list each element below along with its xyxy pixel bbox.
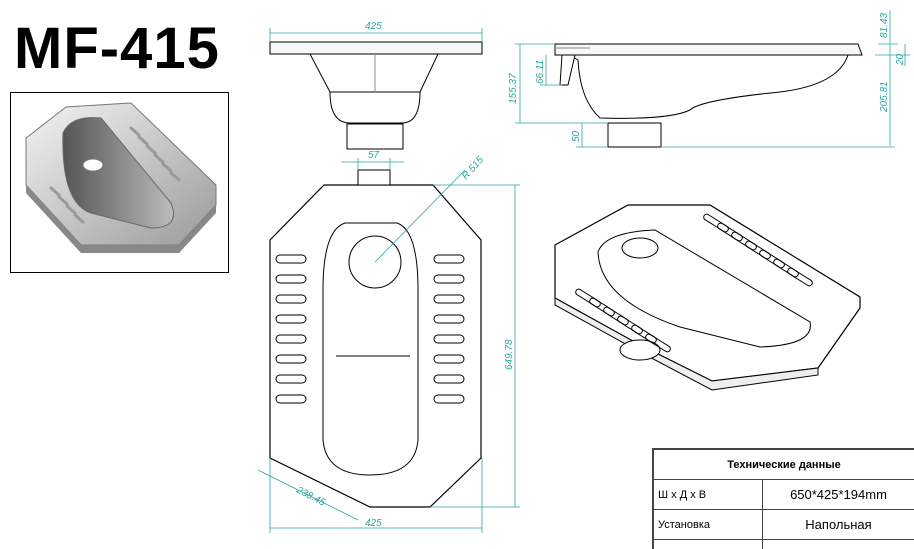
spec-header-row: Технические данные <box>653 449 914 480</box>
dim-radius: R 515 <box>460 154 486 182</box>
product-render-image <box>25 102 217 253</box>
plan-right-slots <box>433 254 465 404</box>
spec-row: Ш х Д х В 650*425*194mm <box>653 479 914 510</box>
dim-bevel: 238.45 <box>294 484 328 508</box>
dim-outlet-width: 57 <box>368 150 380 161</box>
spec-row: Т 1.0.0 <box>653 539 914 549</box>
dim-side-body: 205.81 <box>879 81 890 113</box>
spec-label: Ш х Д х В <box>653 479 763 510</box>
dim-outlet-height: 50 <box>571 130 582 142</box>
dim-length: 649.78 <box>504 339 515 370</box>
product-photo <box>10 92 229 273</box>
dim-top-width: 425 <box>365 21 382 32</box>
dim-side-depth: 155.37 <box>508 73 519 104</box>
spec-value: Напольная <box>762 509 914 540</box>
side-view-drawing <box>554 43 863 148</box>
dim-side-height-total: 81.43 <box>879 13 890 38</box>
isometric-view-drawing <box>554 204 861 391</box>
dim-side-rim: 20 <box>895 53 906 66</box>
dim-side-inner: 66.11 <box>535 60 546 84</box>
spec-row: Установка Напольная <box>653 509 914 540</box>
spec-header: Технические данные <box>653 449 914 480</box>
plan-left-slots <box>275 254 307 404</box>
product-title: MF-415 <box>14 16 220 81</box>
spec-label: Т <box>653 539 763 549</box>
spec-value: 650*425*194mm <box>762 479 914 510</box>
plan-view-drawing <box>269 169 482 508</box>
spec-table: Технические данные Ш х Д х В 650*425*194… <box>652 448 914 549</box>
front-view-drawing <box>269 41 483 150</box>
dim-bottom-width: 425 <box>365 518 382 529</box>
spec-label: Установка <box>653 509 763 540</box>
spec-value: 1.0.0 <box>762 539 914 549</box>
